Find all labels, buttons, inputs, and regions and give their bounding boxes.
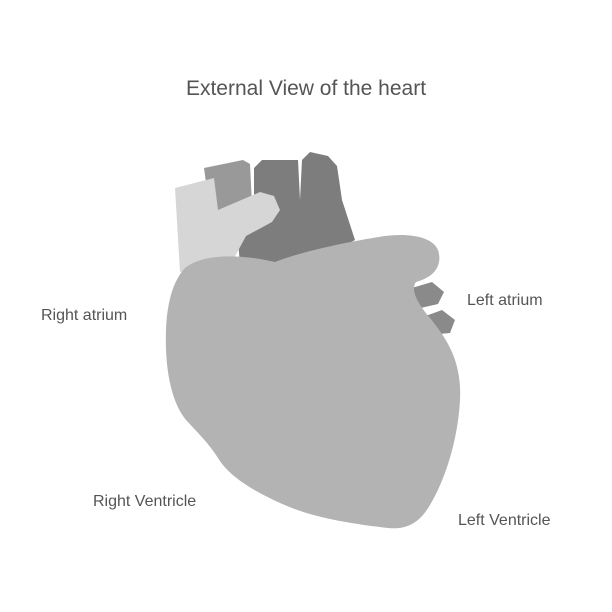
heart-body [165,234,461,529]
aorta [238,152,355,270]
label-left-atrium: Left atrium [467,292,543,309]
label-right-atrium: Right atrium [41,307,128,324]
diagram-title: External View of the heart [185,77,427,100]
label-right-ventricle: Right Ventricle [93,493,197,510]
superior-vena-cava [175,178,280,272]
label-left-ventricle: Left Ventricle [458,512,551,529]
